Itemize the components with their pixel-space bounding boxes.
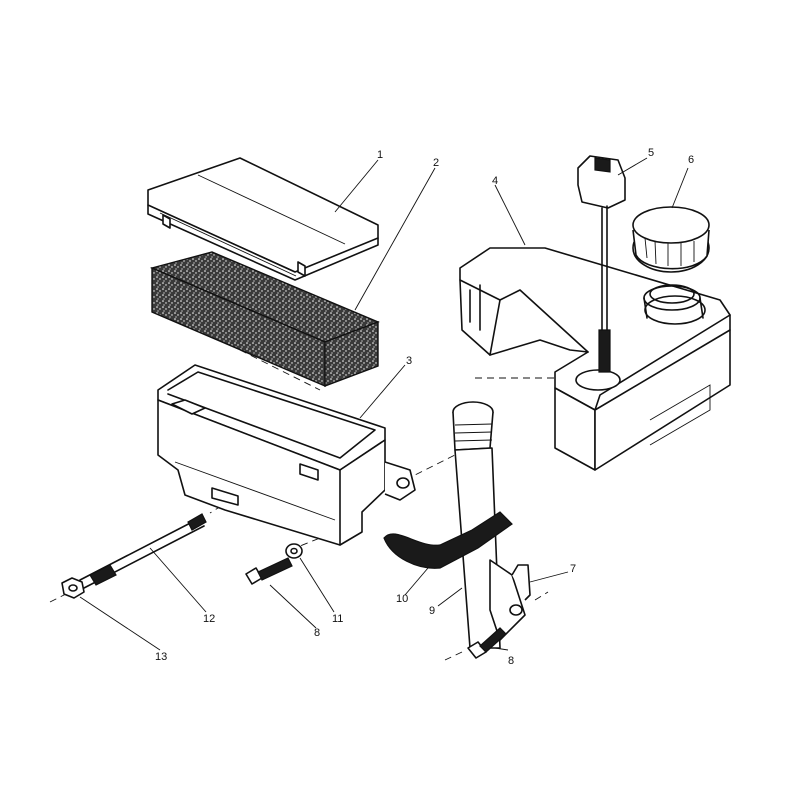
foam-filter-element	[149, 251, 380, 388]
fuel-cap	[632, 206, 710, 273]
fuel-tank	[459, 247, 731, 471]
callout-4: 4	[492, 175, 498, 187]
callouts: 1 2 3 4 5 6 7 8 8 9 10 11 12 13	[155, 147, 694, 667]
callout-11: 11	[332, 613, 343, 625]
callout-13: 13	[155, 651, 167, 663]
bolt-right	[467, 627, 507, 659]
washer	[285, 543, 303, 559]
dipstick	[577, 155, 626, 373]
air-cleaner-base	[157, 364, 416, 546]
nut	[61, 577, 85, 599]
callout-6: 6	[688, 154, 694, 166]
callout-8-right: 8	[508, 655, 514, 667]
long-bolt	[79, 513, 207, 589]
bolt-left	[245, 557, 293, 585]
callout-9: 9	[429, 605, 435, 617]
callout-1: 1	[377, 149, 383, 161]
leader-lines	[79, 157, 689, 651]
callout-5: 5	[648, 147, 654, 159]
filler-neck	[452, 401, 531, 649]
callout-2: 2	[433, 157, 439, 169]
callout-7: 7	[570, 563, 576, 575]
callout-10: 10	[396, 593, 408, 605]
callout-12: 12	[203, 613, 215, 625]
hose	[383, 511, 513, 569]
air-cleaner-cover	[147, 157, 379, 281]
callout-3: 3	[406, 355, 412, 367]
callout-8-left: 8	[314, 627, 320, 639]
